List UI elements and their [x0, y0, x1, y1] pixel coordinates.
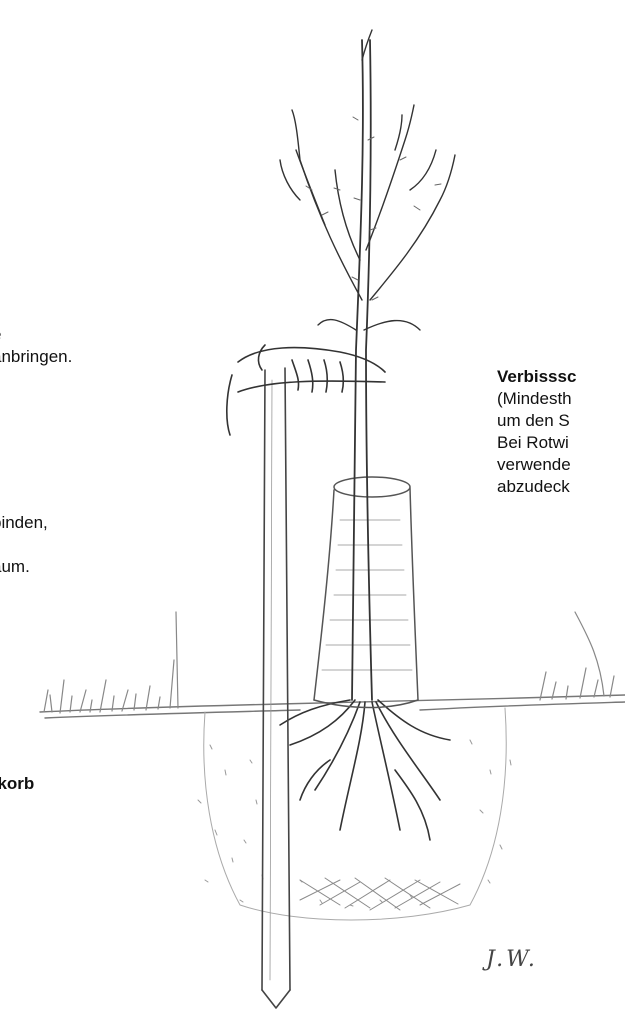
left-top-line-1: e — [0, 324, 72, 346]
right-annotation-heading: Verbisssc — [497, 366, 576, 388]
left-annotation-middle: binden, aum. — [0, 512, 48, 578]
right-annotation-line-5: abzudeck — [497, 476, 576, 498]
bite-guard-sleeve — [314, 477, 418, 708]
left-top-line-2: anbringen. — [0, 346, 72, 368]
left-annotation-bottom-heading: skorb — [0, 773, 34, 795]
right-annotation-line-3: Bei Rotwi — [497, 432, 576, 454]
leaf-buds — [306, 117, 441, 300]
right-annotation-line-2: um den S — [497, 410, 576, 432]
left-mid-line-2 — [0, 534, 48, 556]
planting-hole-outline — [204, 708, 506, 920]
right-annotation-line-4: verwende — [497, 454, 576, 476]
root-system — [280, 700, 450, 840]
left-mid-line-3: aum. — [0, 556, 48, 578]
right-annotation-line-1: (Mindesth — [497, 388, 576, 410]
tree-tie — [227, 345, 385, 435]
left-annotation-top: e anbringen. — [0, 324, 72, 368]
root-basket-mesh — [300, 878, 460, 910]
right-annotation: Verbisssc (Mindesth um den S Bei Rotwi v… — [497, 366, 576, 498]
artist-signature: J.W. — [486, 947, 538, 972]
ground-line — [40, 695, 625, 718]
left-mid-line-1: binden, — [0, 512, 48, 534]
